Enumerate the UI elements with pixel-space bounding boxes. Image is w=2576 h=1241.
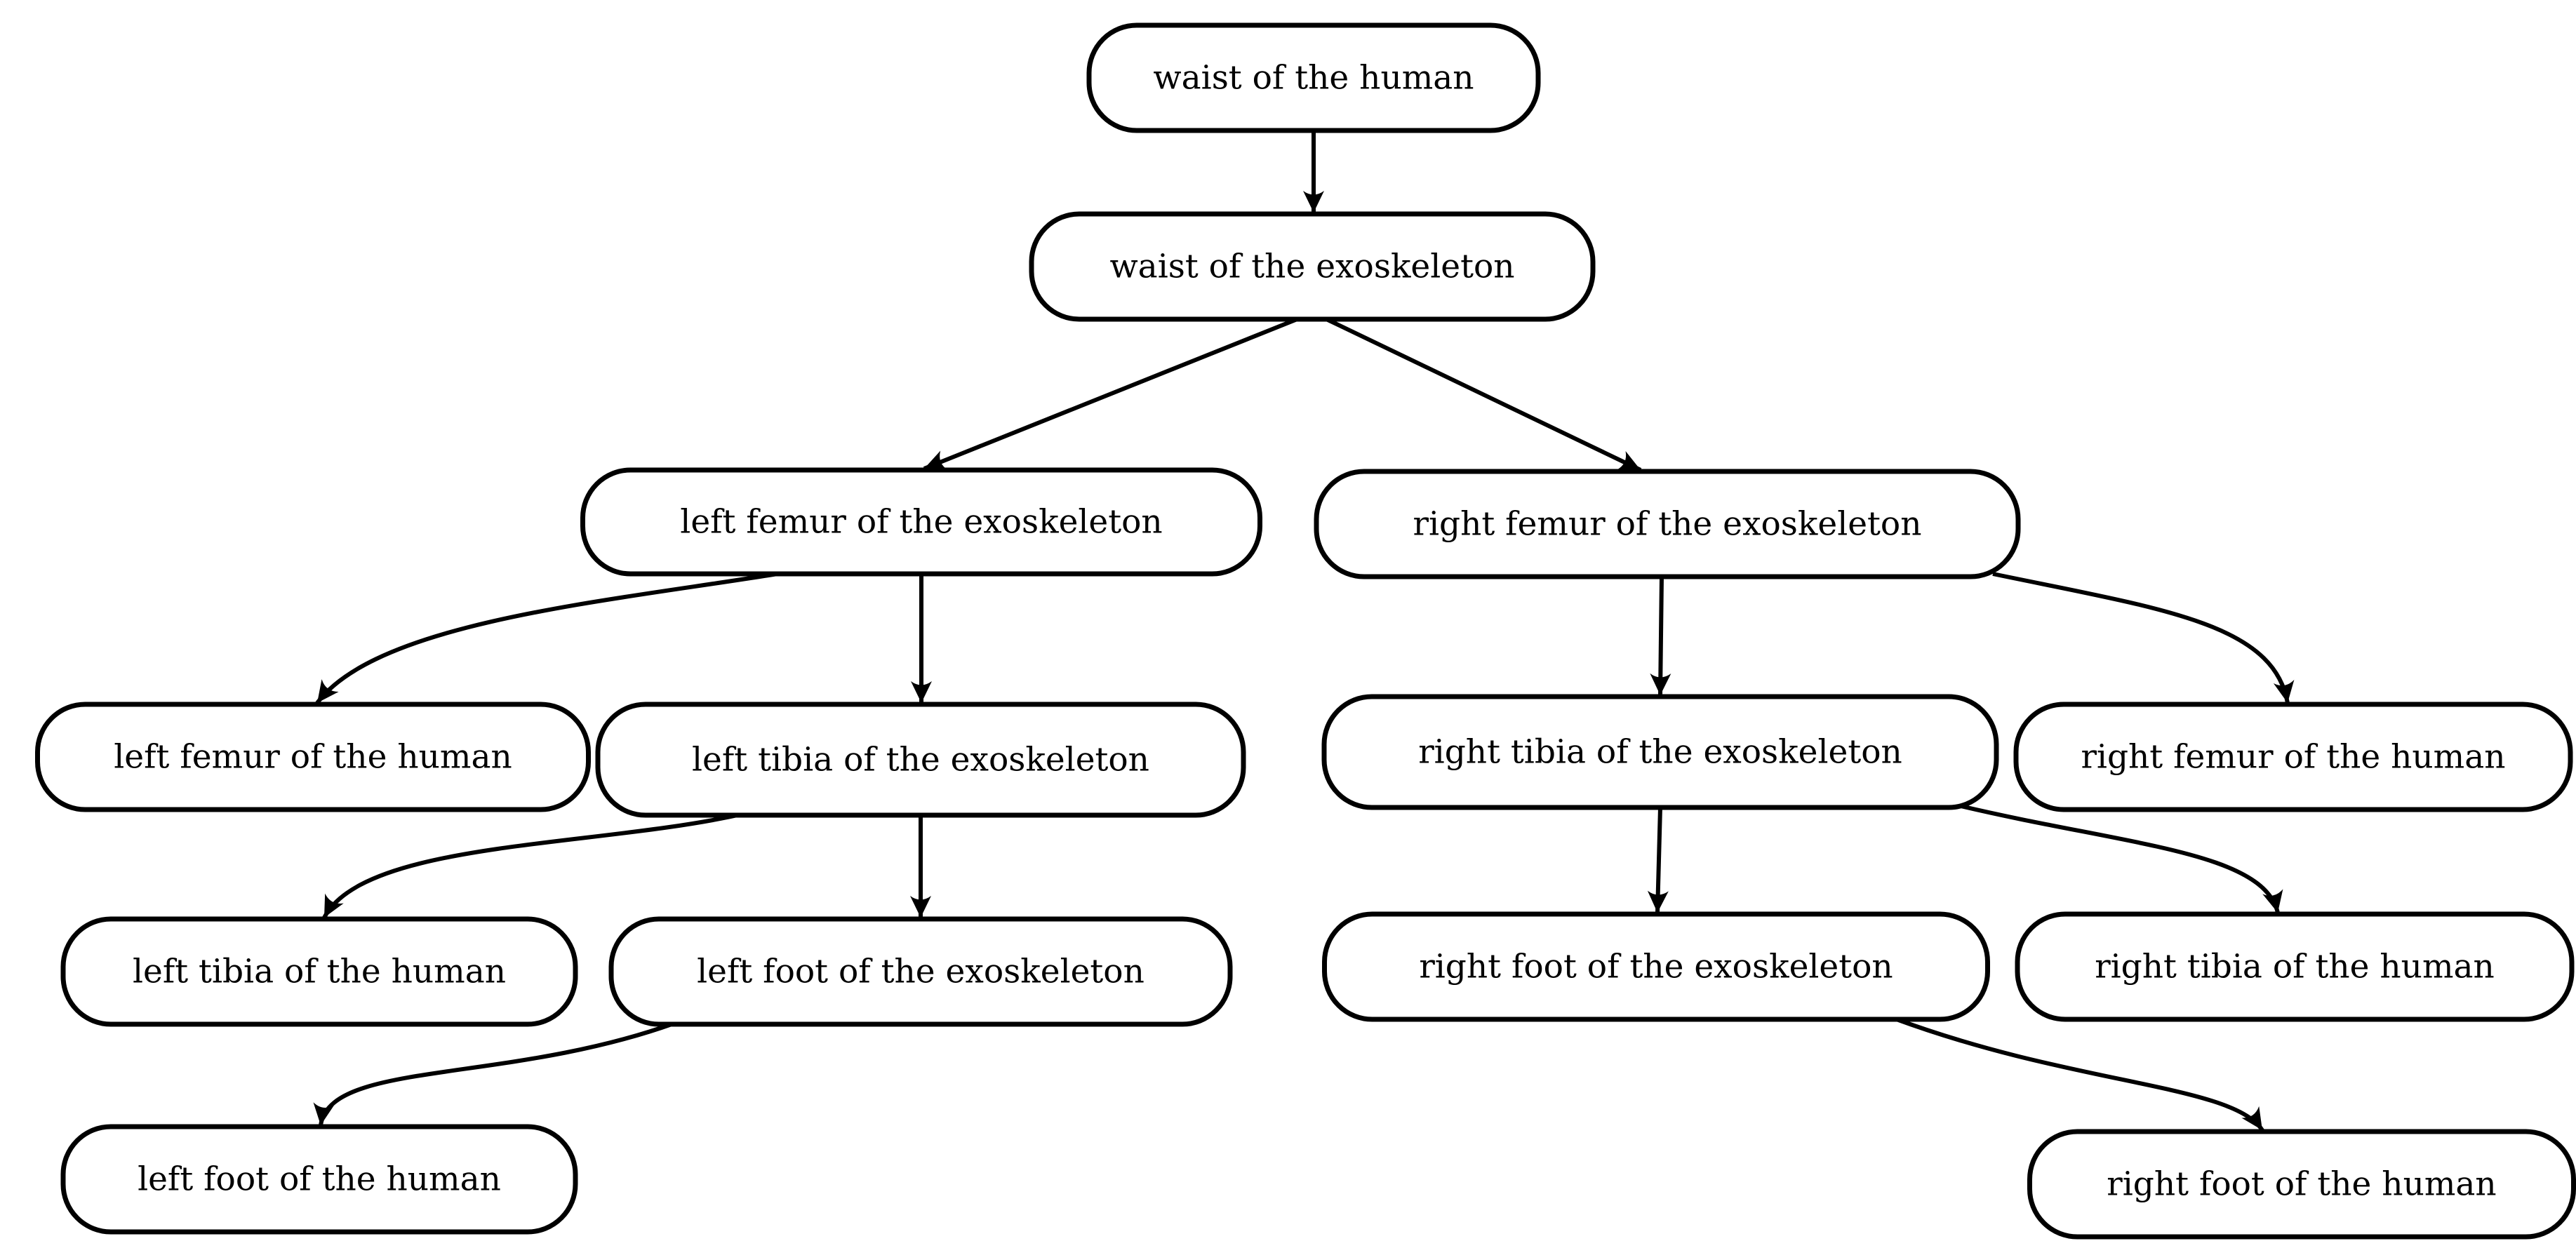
edge-left-tibia-of-the-exoskeleton-to-left-tibia-of-the-human [322,812,745,919]
node-left-femur-of-the-human: left femur of the human [35,702,591,812]
node-shape [60,916,578,1027]
node-label: left foot of the human [138,1160,501,1199]
edge-waist-of-the-exoskeleton-to-right-femur-of-the-exoskeleton [1321,315,1642,472]
node-shape [2015,911,2575,1022]
node-shape [2027,1129,2576,1240]
node-label: right femur of the human [2081,738,2505,777]
node-shape [608,916,1233,1027]
node-shape [1321,694,1999,810]
node-label: left femur of the human [114,738,512,777]
node-label: right tibia of the human [2095,948,2495,986]
node-right-foot-of-the-human: right foot of the human [2027,1129,2576,1240]
node-shape [595,702,1246,818]
node-label: waist of the human [1153,59,1474,98]
node-label: waist of the exoskeleton [1109,248,1514,286]
node-shape [580,467,1262,577]
node-label: right foot of the human [2107,1165,2496,1204]
node-shape [35,702,591,812]
node-right-femur-of-the-human: right femur of the human [2013,702,2573,812]
edges-layer [313,130,2295,1132]
edge-waist-of-the-exoskeleton-to-left-femur-of-the-exoskeleton [923,315,1304,471]
node-left-tibia-of-the-exoskeleton: left tibia of the exoskeleton [595,702,1246,818]
node-right-tibia-of-the-exoskeleton: right tibia of the exoskeleton [1321,694,1999,810]
node-label: left tibia of the exoskeleton [692,741,1149,779]
edge-left-foot-of-the-exoskeleton-to-left-foot-of-the-human [313,1021,675,1126]
node-shape [1029,211,1596,322]
node-shape [1314,469,2021,579]
node-shape [1322,911,1990,1022]
node-label: right tibia of the exoskeleton [1418,733,1902,772]
node-right-femur-of-the-exoskeleton: right femur of the exoskeleton [1314,469,2021,579]
edge-right-tibia-of-the-exoskeleton-to-right-tibia-of-the-human [1957,803,2283,913]
node-label: right foot of the exoskeleton [1419,948,1893,986]
node-right-foot-of-the-exoskeleton: right foot of the exoskeleton [1322,911,1990,1022]
edge-left-femur-of-the-exoskeleton-to-left-femur-of-the-human [315,570,787,704]
edge-right-tibia-of-the-exoskeleton-to-right-foot-of-the-exoskeleton [1647,807,1669,913]
node-label: left tibia of the human [133,953,506,991]
node-left-foot-of-the-exoskeleton: left foot of the exoskeleton [608,916,1233,1027]
node-left-foot-of-the-human: left foot of the human [60,1124,578,1235]
node-shape [1086,22,1541,133]
edge-right-femur-of-the-exoskeleton-to-right-tibia-of-the-exoskeleton [1650,576,1671,696]
node-waist-of-the-exoskeleton: waist of the exoskeleton [1029,211,1596,322]
edge-right-foot-of-the-exoskeleton-to-right-foot-of-the-human [1893,1017,2264,1132]
nodes-layer: waist of the human waist of the exoskelet… [35,22,2576,1240]
node-label: left femur of the exoskeleton [680,503,1162,542]
node-waist-of-the-human: waist of the human [1086,22,1541,133]
edge-right-femur-of-the-exoskeleton-to-right-femur-of-the-human [1992,572,2295,704]
node-label: left foot of the exoskeleton [697,953,1144,991]
node-shape [2013,702,2573,812]
node-label: right femur of the exoskeleton [1413,505,1921,544]
node-left-femur-of-the-exoskeleton: left femur of the exoskeleton [580,467,1262,577]
node-left-tibia-of-the-human: left tibia of the human [60,916,578,1027]
node-right-tibia-of-the-human: right tibia of the human [2015,911,2575,1022]
node-shape [60,1124,578,1235]
